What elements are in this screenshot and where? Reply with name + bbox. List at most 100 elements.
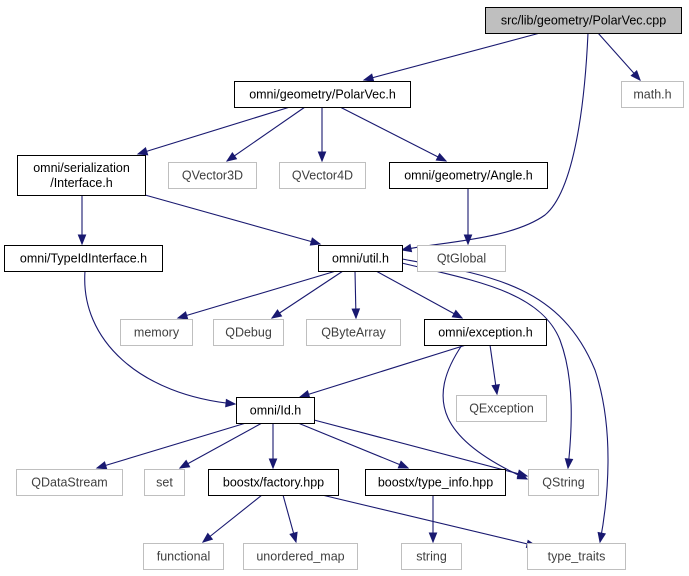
node-box — [234, 81, 411, 108]
edge-line — [339, 106, 447, 162]
edge-arrowhead — [397, 460, 410, 469]
node-label: omni/serialization — [33, 161, 130, 175]
edge-interface_h-to-typeidinterface_h — [77, 195, 87, 246]
node-label: /Interface.h — [50, 176, 113, 190]
edge-factory_hpp-to-functional — [201, 494, 263, 543]
node-label: unordered_map — [256, 550, 344, 564]
edge-type_info_hpp-to-string — [428, 495, 438, 544]
edge-id_h-to-qstring — [313, 419, 529, 478]
node-label: string — [416, 550, 447, 564]
node-box — [143, 543, 224, 570]
node-box — [456, 395, 547, 422]
edge-arrowhead — [178, 459, 191, 469]
node-box — [243, 543, 358, 570]
node-factory-hpp[interactable]: boostx/factory.hpp — [208, 469, 339, 496]
edge-line — [271, 270, 344, 319]
edge-line — [442, 344, 528, 480]
node-box — [389, 162, 548, 189]
node-qdebug: QDebug — [213, 319, 284, 346]
node-polarvec-h[interactable]: omni/geometry/PolarVec.h — [234, 81, 411, 108]
node-label: QString — [542, 476, 584, 490]
edge-arrowhead — [225, 398, 237, 408]
node-label: omni/geometry/PolarVec.h — [249, 88, 396, 102]
node-set: set — [144, 469, 185, 496]
node-util-h[interactable]: omni/util.h — [318, 245, 403, 272]
edge-line — [144, 194, 321, 245]
node-exception-h[interactable]: omni/exception.h — [424, 319, 547, 346]
node-interface-h[interactable]: omni/serialization/Interface.h — [17, 155, 146, 196]
nodes-layer: src/lib/geometry/PolarVec.cpp omni/geomet… — [4, 7, 684, 570]
node-functional: functional — [143, 543, 224, 570]
edge-arrowhead — [268, 458, 278, 470]
edge-id_h-to-type_info_hpp — [297, 422, 410, 469]
node-box — [4, 245, 163, 272]
node-id-h[interactable]: omni/Id.h — [236, 397, 315, 424]
edge-arrowhead — [317, 151, 327, 163]
node-polarvec-cpp[interactable]: src/lib/geometry/PolarVec.cpp — [485, 7, 682, 34]
node-label: QDebug — [225, 326, 272, 340]
edge-util_h-to-qstring — [401, 262, 574, 470]
edge-id_h-to-qdatastream — [95, 422, 247, 470]
node-typeidinterface-h[interactable]: omni/TypeIdInterface.h — [4, 245, 163, 272]
edge-util_h-to-memory — [176, 270, 337, 320]
edge-line — [401, 258, 609, 543]
node-qdatastream: QDataStream — [16, 469, 123, 496]
node-label: omni/Id.h — [250, 404, 301, 418]
node-label: set — [156, 476, 173, 490]
edge-arrowhead — [225, 152, 238, 162]
node-type-info-hpp[interactable]: boostx/type_info.hpp — [365, 469, 506, 496]
edge-arrowhead — [400, 243, 413, 253]
edge-polarvec_cpp-to-util_h — [400, 32, 589, 253]
node-label: boostx/type_info.hpp — [378, 476, 493, 490]
edge-line — [137, 106, 291, 155]
node-label: src/lib/geometry/PolarVec.cpp — [501, 14, 666, 28]
node-box — [401, 543, 462, 570]
node-label: omni/util.h — [332, 252, 389, 266]
node-label: QVector4D — [292, 169, 353, 183]
node-box — [213, 319, 284, 346]
edge-exception_h-to-id_h — [298, 344, 467, 399]
edge-arrowhead — [289, 531, 298, 544]
edge-arrowhead — [351, 308, 361, 320]
edge-factory_hpp-to-unordered_map — [282, 494, 298, 544]
node-box — [208, 469, 339, 496]
edge-line — [401, 32, 589, 251]
node-angle-h[interactable]: omni/geometry/Angle.h — [389, 162, 548, 189]
edge-polarvec_cpp-to-polarvec_h — [362, 32, 541, 82]
edge-util_h-to-exception_h — [375, 270, 464, 319]
edge-line — [202, 494, 263, 543]
node-box — [318, 245, 403, 272]
edge-interface_h-to-util_h — [144, 194, 322, 246]
edge-arrowhead — [451, 309, 464, 319]
edge-arrowhead — [298, 390, 311, 399]
edge-arrowhead — [630, 70, 641, 82]
node-box — [279, 162, 366, 189]
edge-arrowhead — [77, 234, 87, 246]
edge-line — [313, 419, 528, 477]
node-qvector4d: QVector4D — [279, 162, 366, 189]
edge-line — [597, 32, 641, 81]
node-label: memory — [134, 326, 180, 340]
edges-layer — [77, 32, 641, 549]
edge-line — [96, 422, 247, 469]
edge-arrowhead — [201, 532, 214, 543]
edge-util_h-to-qbytearray — [351, 270, 361, 320]
edge-polarvec_cpp-to-math_h — [597, 32, 641, 82]
node-box — [621, 81, 684, 108]
node-box — [528, 469, 599, 496]
node-string: string — [401, 543, 462, 570]
edge-polarvec_h-to-qvector4d — [317, 107, 327, 163]
edge-arrowhead — [95, 461, 108, 470]
node-label: math.h — [633, 88, 671, 102]
edge-polarvec_h-to-angle_h — [339, 106, 448, 162]
node-box — [144, 469, 185, 496]
node-qstring: QString — [528, 469, 599, 496]
node-box — [120, 319, 193, 346]
edge-arrowhead — [516, 469, 529, 478]
node-label: QDataStream — [31, 476, 107, 490]
edge-polarvec_h-to-qvector3d — [225, 106, 306, 162]
edge-line — [363, 32, 541, 81]
node-qvector3d: QVector3D — [168, 162, 257, 189]
